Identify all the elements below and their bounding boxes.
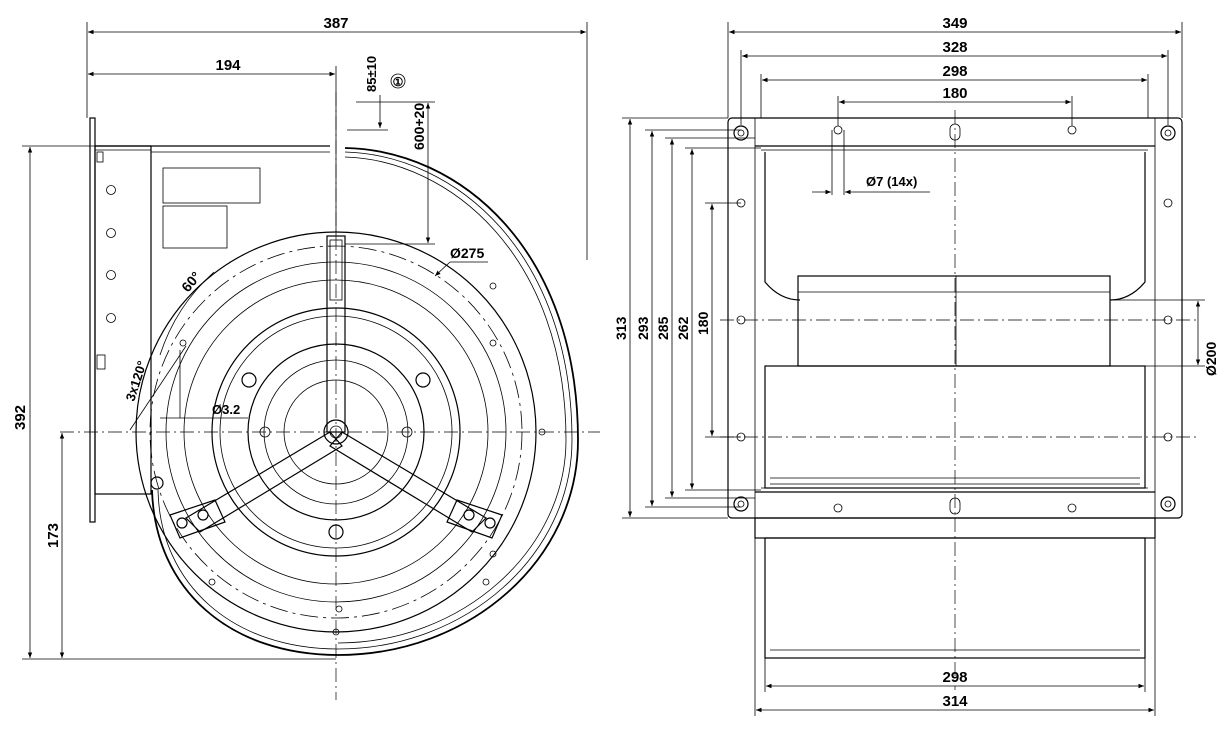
dim-hole-span: 328 — [740, 39, 1169, 125]
label-298-bottom: 298 — [942, 669, 967, 686]
dim-hole-pitch: 180 — [837, 85, 1073, 126]
label-387: 387 — [323, 15, 348, 32]
label-392: 392 — [12, 405, 29, 430]
label-313: 313 — [613, 316, 629, 340]
label-328: 328 — [942, 39, 967, 56]
note-marker-1: ① — [393, 75, 404, 89]
label-180-side: 180 — [695, 311, 711, 335]
label-262: 262 — [675, 316, 691, 340]
label-7-14x: Ø7 (14x) — [866, 174, 917, 189]
label-85: 85±10 — [364, 56, 379, 92]
label-293: 293 — [635, 316, 651, 340]
label-600: 600+20 — [411, 103, 427, 150]
label-60: 60° — [178, 268, 204, 295]
front-center-lines — [720, 110, 1200, 690]
label-298-top: 298 — [942, 63, 967, 80]
label-275: Ø275 — [450, 245, 484, 261]
dim-bottom-widths: 298 314 — [754, 538, 1156, 716]
dim-center-height: 173 — [45, 433, 65, 658]
dim-cable: 85±10 ① 600+20 — [345, 56, 435, 245]
mounting-flange — [89, 117, 152, 523]
side-center-lines — [60, 92, 600, 700]
label-200: Ø200 — [1203, 342, 1219, 376]
side-view: 387 194 85±10 ① 600+20 — [12, 15, 600, 700]
housing-top — [95, 145, 330, 249]
dim-overall-height: 392 — [12, 145, 336, 660]
dim-hole-diameter: Ø7 (14x) — [812, 130, 930, 195]
dim-center-offset: 194 — [88, 57, 337, 100]
dim-impeller-diameter: Ø275 — [434, 245, 488, 277]
mounting-holes — [733, 123, 1176, 515]
label-349: 349 — [942, 15, 967, 32]
label-3x120: 3x120° — [123, 359, 150, 403]
dim-hole-pattern: 3x120° Ø3.2 — [123, 345, 248, 431]
label-3-2: Ø3.2 — [212, 402, 240, 417]
front-view: 349 328 298 180 — [613, 15, 1219, 716]
label-180-top: 180 — [942, 85, 967, 102]
motor-bracket — [169, 100, 503, 540]
label-285: 285 — [655, 316, 671, 340]
impeller-rings — [135, 231, 537, 633]
front-vertical-dims: 313 293 285 262 180 — [613, 117, 761, 519]
dim-outlet-width: 298 — [760, 63, 1149, 118]
volute-housing — [150, 147, 579, 656]
dim-overall-width: 387 — [86, 15, 588, 260]
label-314: 314 — [942, 693, 968, 710]
label-173: 173 — [45, 523, 62, 548]
dim-inlet-diameter: Ø200 — [1110, 299, 1219, 376]
dim-flange-width: 349 — [727, 15, 1183, 118]
label-194: 194 — [215, 57, 241, 74]
ring-holes — [179, 282, 546, 636]
dim-angle-60: 60° — [159, 268, 215, 356]
